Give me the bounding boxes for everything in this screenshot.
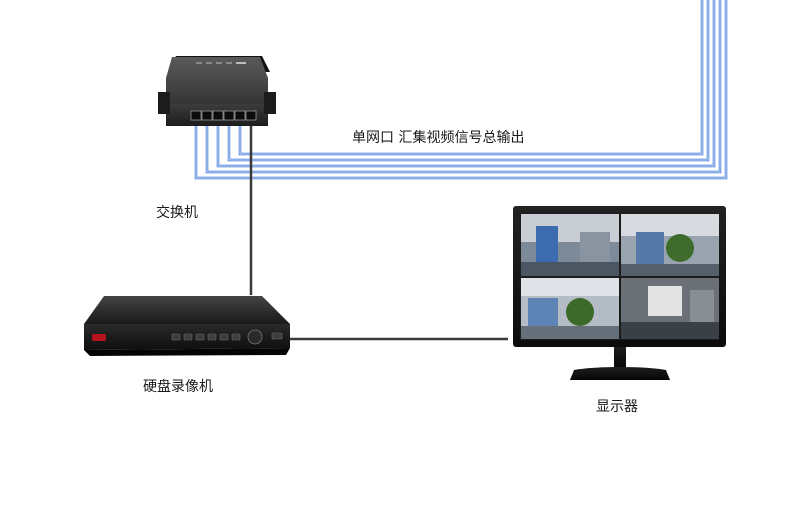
monitor-device [513, 206, 726, 380]
cctv-feeds [521, 214, 719, 339]
blue-cable-bundle [194, 0, 728, 180]
switch-label: 交换机 [156, 205, 198, 221]
dvr-device [84, 296, 290, 356]
uplink-label: 单网口 汇集视频信号总输出 [352, 130, 525, 146]
switch-led-row [196, 62, 246, 64]
dvr-buttons [171, 333, 241, 341]
switch-device [158, 56, 276, 126]
monitor-label: 显示器 [596, 399, 638, 415]
switch-ports [190, 110, 257, 121]
dvr-label: 硬盘录像机 [143, 379, 213, 395]
dvr-jog-dial-icon [247, 329, 263, 345]
